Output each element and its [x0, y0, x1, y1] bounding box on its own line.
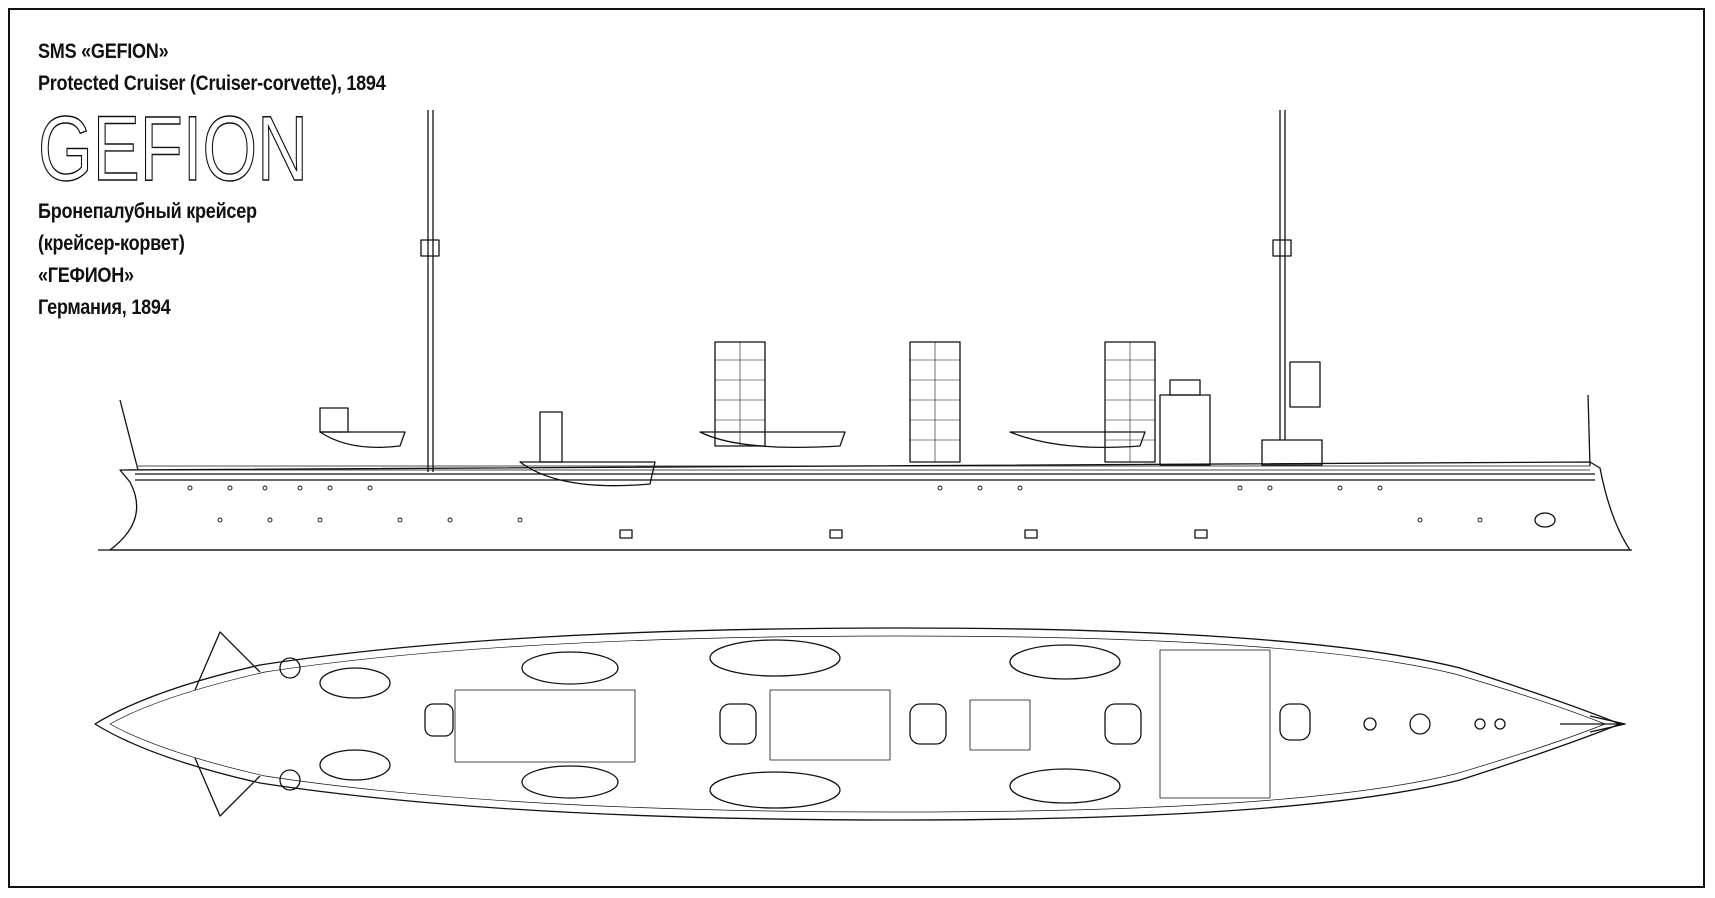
ship-name-outline-text: GEFION	[38, 102, 308, 190]
title-russian-line-3: «ГЕФИОН»	[38, 264, 134, 287]
side-profile-view	[98, 110, 1632, 551]
title-russian-line-2: (крейсер-корвет)	[38, 232, 185, 255]
ship-name-outline: GEFION	[38, 102, 442, 190]
deck-plan-view	[94, 627, 1626, 821]
hull-profile	[109, 461, 1631, 551]
title-english: SMS «GEFION»	[38, 40, 169, 63]
subtitle-english: Protected Cruiser (Cruiser-corvette), 18…	[38, 72, 386, 95]
drawing-sheet: SMS «GEFION» Protected Cruiser (Cruiser-…	[8, 8, 1705, 888]
title-block: SMS «GEFION» Protected Cruiser (Cruiser-…	[38, 36, 442, 324]
title-russian-line-4: Германия, 1894	[38, 296, 171, 319]
title-russian-line-1: Бронепалубный крейсер	[38, 200, 257, 223]
deck-outline	[94, 627, 1621, 821]
